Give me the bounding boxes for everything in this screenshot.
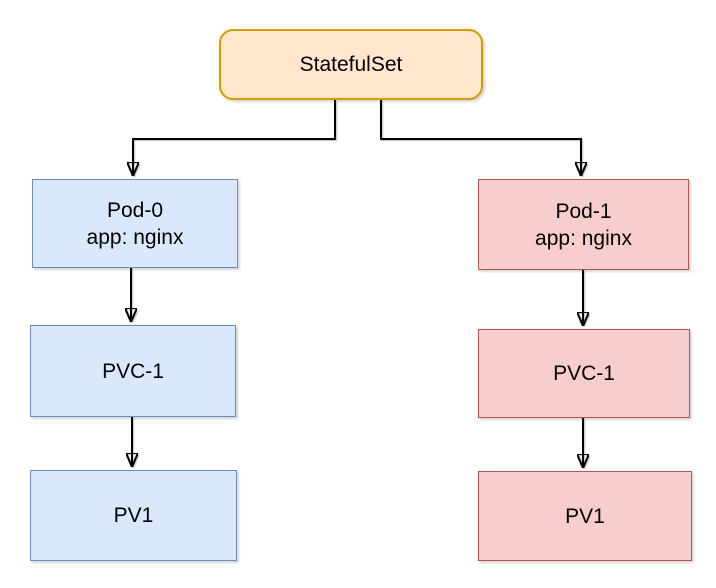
node-pod-1: Pod-1 app: nginx bbox=[478, 179, 689, 270]
node-statefulset-label: StatefulSet bbox=[299, 53, 403, 76]
node-pod-1-sublabel: app: nginx bbox=[535, 226, 632, 250]
node-pod-0-label: Pod-0 bbox=[106, 198, 164, 222]
node-pv1-left: PV1 bbox=[30, 470, 237, 561]
node-pod-0: Pod-0 app: nginx bbox=[32, 179, 238, 268]
node-pv1-right: PV1 bbox=[478, 471, 692, 561]
edge-statefulset-pod0 bbox=[133, 100, 336, 175]
node-pvc-1-left: PVC-1 bbox=[30, 325, 236, 417]
node-pvc-1-right-label: PVC-1 bbox=[553, 362, 615, 385]
node-statefulset: StatefulSet bbox=[219, 29, 483, 100]
node-pvc-1-right: PVC-1 bbox=[478, 329, 690, 418]
edge-statefulset-pod1 bbox=[380, 100, 581, 175]
node-pod-1-label: Pod-1 bbox=[555, 199, 612, 223]
node-pod-0-sublabel: app: nginx bbox=[86, 225, 184, 249]
node-pvc-1-left-label: PVC-1 bbox=[102, 359, 164, 383]
node-pv1-right-label: PV1 bbox=[565, 504, 605, 528]
node-pv1-left-label: PV1 bbox=[113, 504, 154, 527]
